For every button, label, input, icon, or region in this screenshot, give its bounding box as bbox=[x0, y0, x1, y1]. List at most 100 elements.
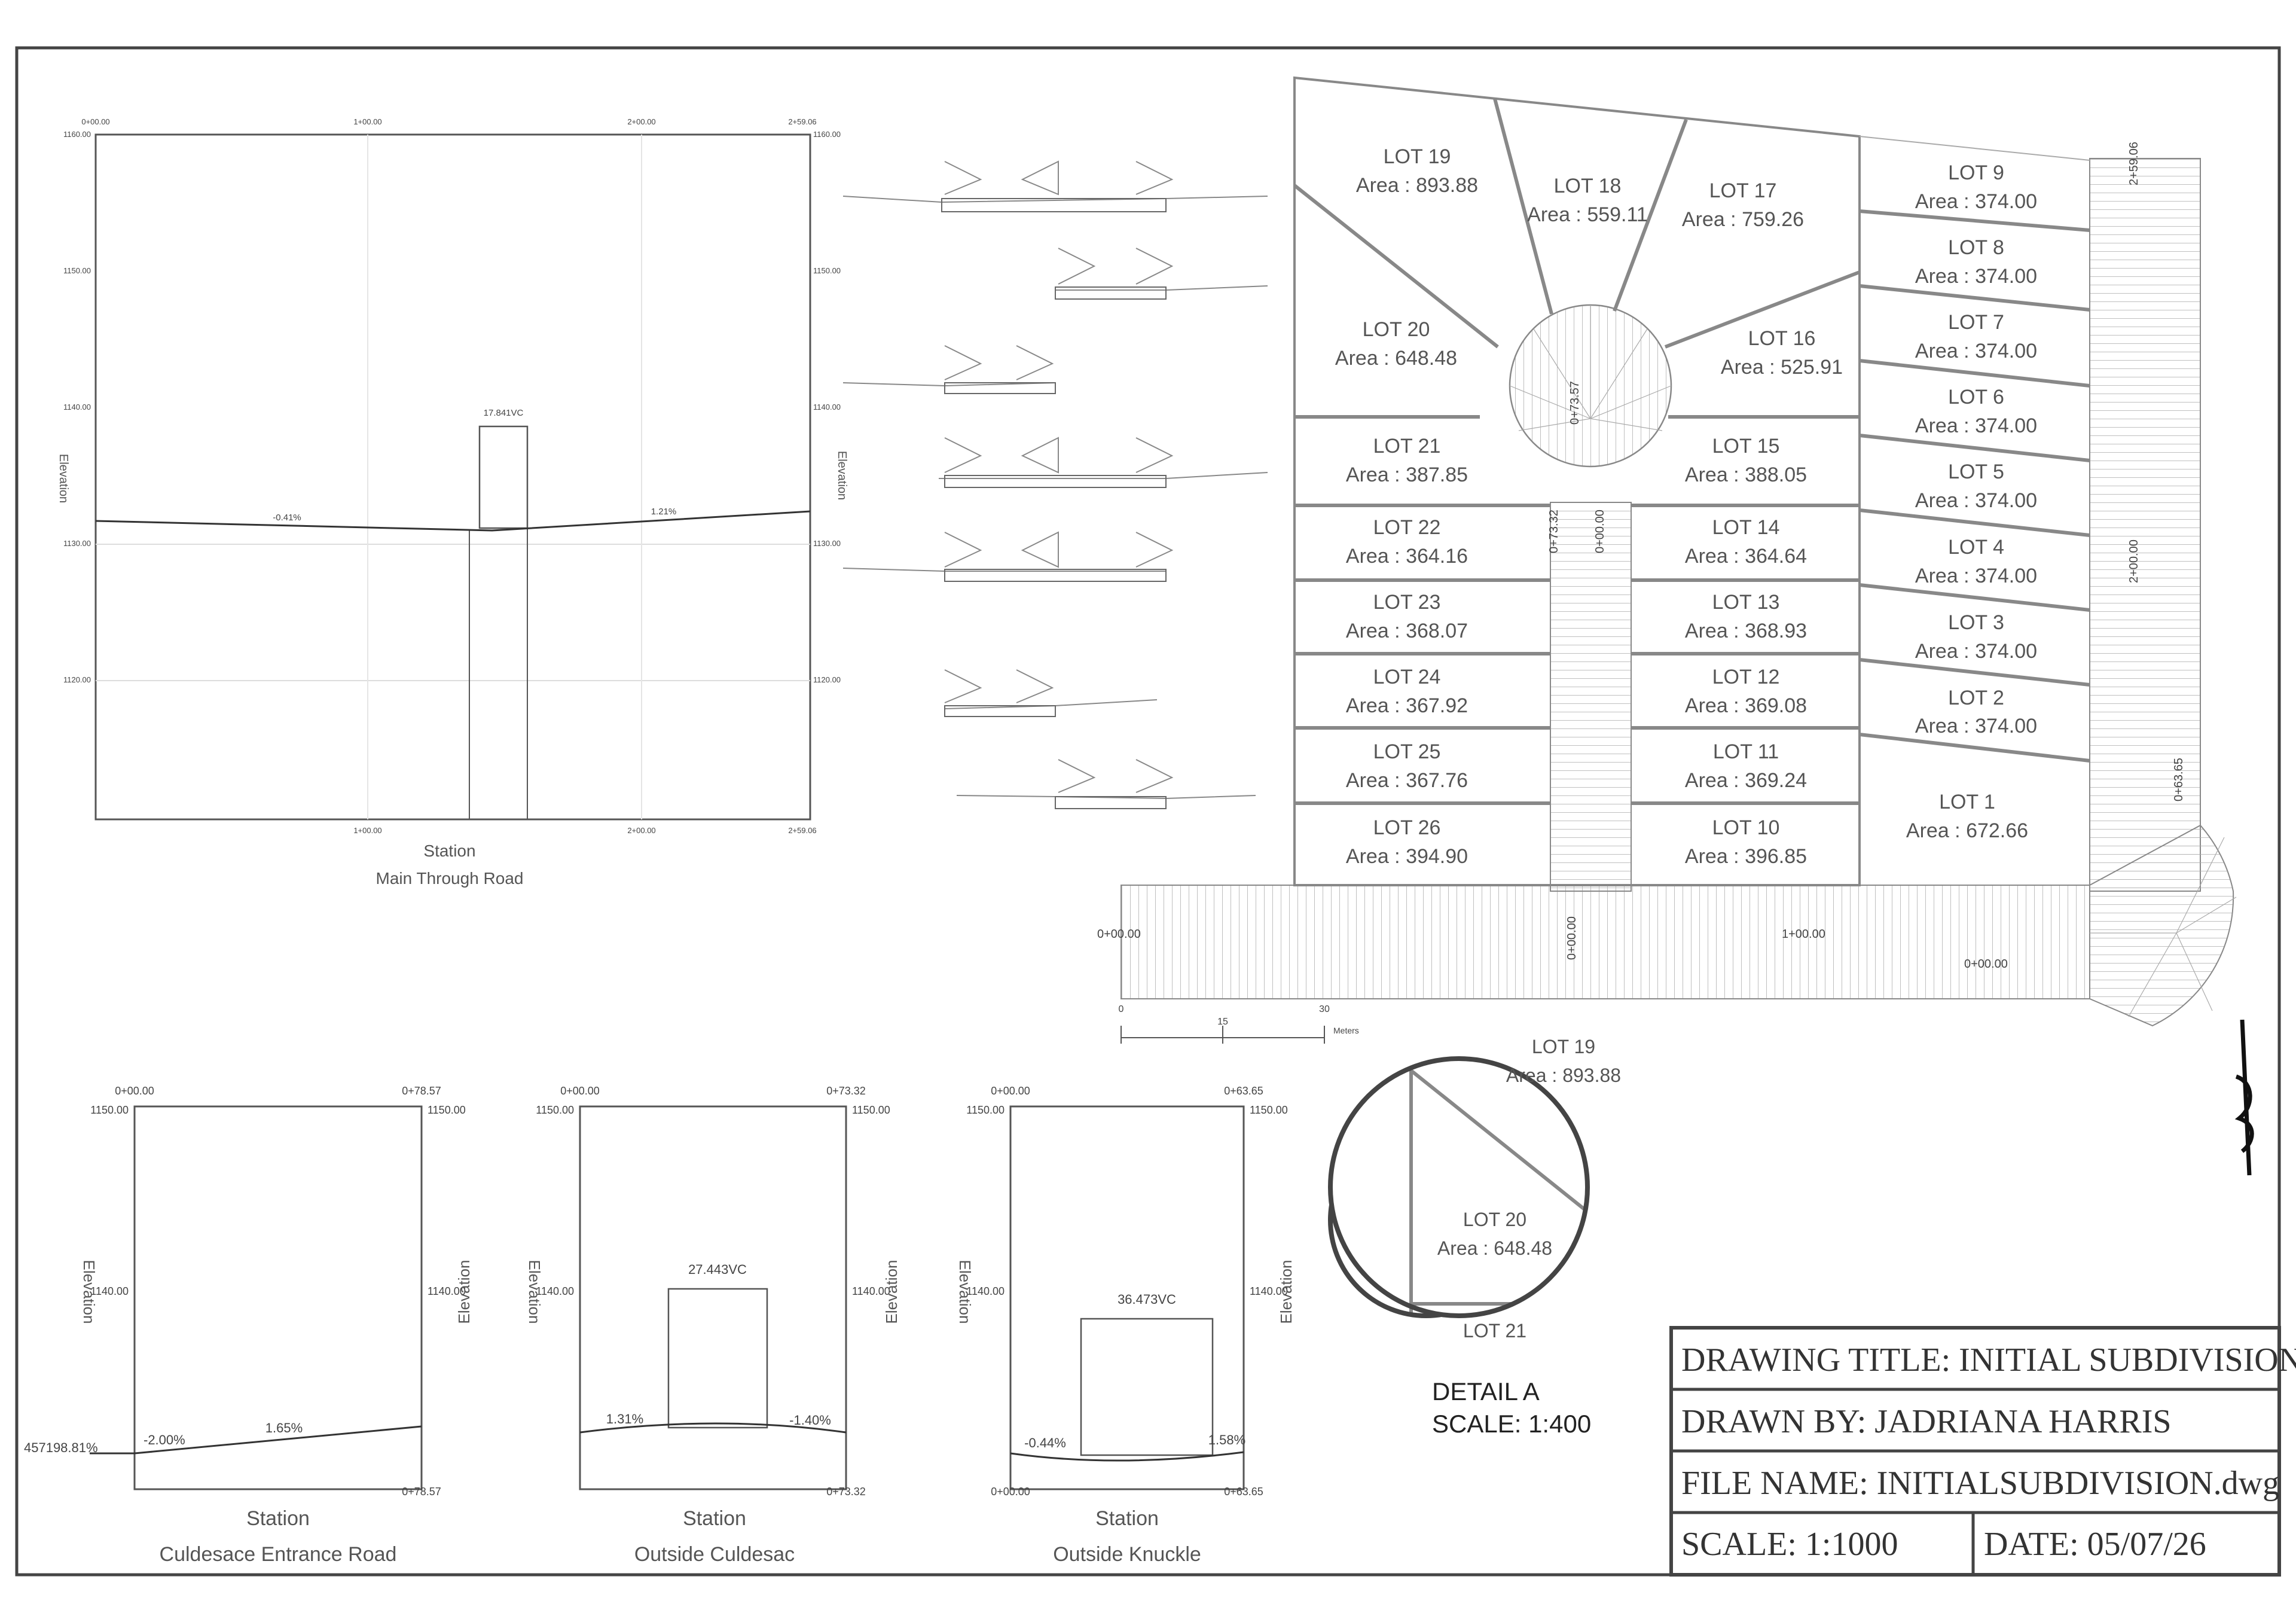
y-tick-label: 1140.00 bbox=[428, 1285, 466, 1297]
detail-caption: DETAIL A SCALE: 1:400 bbox=[1432, 1376, 1591, 1440]
detail-lot-area: Area : 893.88 bbox=[1506, 1065, 1622, 1086]
lot-area: Area : 394.90 bbox=[1346, 845, 1468, 868]
y-tick-label: 1140.00 bbox=[1250, 1285, 1288, 1297]
culdesac-entrance-road bbox=[1550, 502, 1632, 892]
y-axis-label: Elevation bbox=[956, 1260, 974, 1324]
x-tick-label: 0+00.00 bbox=[81, 117, 109, 126]
x-tick-label: 2+59.06 bbox=[788, 117, 816, 126]
y-tick-label: 1150.00 bbox=[536, 1104, 574, 1116]
lot-area: Area : 374.00 bbox=[1915, 340, 2037, 362]
lot-label: LOT 25 bbox=[1373, 740, 1441, 763]
lot-area: Area : 374.00 bbox=[1915, 715, 2037, 737]
x-axis-label: Station bbox=[683, 1507, 746, 1530]
lot-area: Area : 374.00 bbox=[1915, 265, 2037, 288]
lot-area: Area : 368.93 bbox=[1685, 620, 1807, 642]
scale-tick-label: 0 bbox=[1119, 1004, 1124, 1014]
grade-label-right: -1.40% bbox=[789, 1413, 831, 1428]
lot-label: LOT 24 bbox=[1373, 666, 1441, 688]
lot-label: LOT 3 bbox=[1948, 611, 2004, 634]
station-label: 0+00.00 bbox=[1565, 916, 1578, 960]
lot-area: Area : 374.00 bbox=[1915, 414, 2037, 437]
y-tick-label: 1130.00 bbox=[813, 539, 841, 548]
station-end: 0+63.65 bbox=[1224, 1486, 1263, 1498]
lot-area: Area : 374.00 bbox=[1915, 190, 2037, 213]
lot-area: Area : 672.66 bbox=[1906, 819, 2028, 842]
grade-label-right: 1.21% bbox=[651, 507, 677, 517]
grade-line bbox=[579, 1422, 847, 1434]
y-axis-label: Elevation bbox=[80, 1260, 98, 1324]
y-axis-label: Elevation bbox=[455, 1260, 473, 1324]
lot-label: LOT 9 bbox=[1948, 161, 2004, 184]
y-tick-label: 1120.00 bbox=[813, 675, 841, 684]
lot-area: Area : 387.85 bbox=[1346, 464, 1468, 486]
x-axis-label: Station bbox=[246, 1507, 310, 1530]
lot-area: Area : 374.00 bbox=[1915, 489, 2037, 512]
vc-label: 17.841VC bbox=[484, 408, 524, 418]
lot-area: Area : 374.00 bbox=[1915, 640, 2037, 663]
grade-label-right: 1.58% bbox=[1208, 1432, 1245, 1447]
station-end: 0+63.65 bbox=[1224, 1085, 1263, 1097]
profile-title: Culdesace Entrance Road bbox=[160, 1543, 397, 1566]
detail-lot-label: LOT 19 bbox=[1531, 1036, 1596, 1057]
title-block: DRAWING TITLE: INITIAL SUBDIVISION DRAWN… bbox=[1669, 1326, 2296, 1577]
lot-area: Area : 396.85 bbox=[1685, 845, 1807, 868]
lot-label: LOT 1 bbox=[1939, 791, 1995, 813]
lot-label: LOT 4 bbox=[1948, 536, 2004, 559]
y-axis-label: Elevation bbox=[883, 1260, 900, 1324]
vertical-curve-box bbox=[667, 1288, 768, 1429]
lot-label: LOT 2 bbox=[1948, 687, 2004, 709]
lot-label: LOT 16 bbox=[1748, 327, 1816, 350]
y-tick-label: 1140.00 bbox=[966, 1285, 1004, 1297]
x-tick-label: 1+00.00 bbox=[353, 117, 381, 126]
lot-label: LOT 17 bbox=[1709, 179, 1777, 202]
station-end: 0+73.32 bbox=[826, 1085, 866, 1097]
y-tick-label: 1140.00 bbox=[63, 403, 91, 411]
grade-line bbox=[90, 1425, 422, 1455]
detail-lot-21: LOT 21 bbox=[1405, 1319, 1584, 1343]
grade-label-left: -0.41% bbox=[273, 513, 301, 523]
station-label: 1+00.00 bbox=[1782, 928, 1825, 941]
lot-label: LOT 18 bbox=[1554, 175, 1622, 197]
lot-area: Area : 364.64 bbox=[1685, 545, 1807, 568]
y-tick-label: 1130.00 bbox=[63, 539, 91, 548]
scale-tick-label: 30 bbox=[1319, 1004, 1330, 1014]
station-label: 0+73.32 bbox=[1547, 510, 1561, 553]
detail-title: DETAIL A bbox=[1432, 1377, 1540, 1405]
profile-title: Outside Culdesac bbox=[634, 1543, 795, 1566]
y-tick-label: 1160.00 bbox=[63, 130, 91, 139]
drawing-scale: SCALE: 1:1000 bbox=[1681, 1526, 1898, 1563]
y-tick-label: 1150.00 bbox=[966, 1104, 1004, 1116]
x-tick-label: 1+00.00 bbox=[353, 826, 381, 835]
knuckle-radial-lines bbox=[2090, 837, 2237, 1017]
culdesac-profile: 0+00.00 0+73.32 0+73.32 1150.00 1150.00 … bbox=[526, 1085, 900, 1566]
profile-frame bbox=[94, 133, 811, 821]
cross-sections bbox=[842, 160, 1268, 809]
lot-label: LOT 11 bbox=[1713, 740, 1779, 763]
detail-lot-label: LOT 20 bbox=[1463, 1209, 1527, 1230]
x-tick-label: 2+59.06 bbox=[788, 826, 816, 835]
y-tick-label: 1150.00 bbox=[852, 1104, 890, 1116]
drawn-by: DRAWN BY: JADRIANA HARRIS bbox=[1681, 1403, 2172, 1440]
y-tick-label: 1140.00 bbox=[536, 1285, 574, 1297]
grade-label-left: -2.00% bbox=[144, 1432, 185, 1447]
knuckle-profile: 0+00.00 0+63.65 0+00.00 0+63.65 1150.00 … bbox=[956, 1085, 1295, 1566]
entrance-profile: 0+00.00 0+78.57 0+78.57 1150.00 1150.00 … bbox=[24, 1085, 473, 1566]
north-arrow bbox=[2234, 1019, 2254, 1176]
lot-label: LOT 8 bbox=[1948, 236, 2004, 259]
detail-lot-label: LOT 21 bbox=[1463, 1320, 1527, 1341]
lot-label: LOT 26 bbox=[1373, 816, 1441, 839]
x-axis-label: Station bbox=[1095, 1507, 1159, 1530]
y-axis-label: Elevation bbox=[526, 1260, 544, 1324]
profile-frame bbox=[133, 1105, 423, 1490]
y-tick-label: 1150.00 bbox=[428, 1104, 466, 1116]
lot-label: LOT 19 bbox=[1384, 145, 1451, 168]
station-label: 2+59.06 bbox=[2127, 142, 2141, 185]
lot-area: Area : 559.11 bbox=[1527, 203, 1648, 226]
station-end: 0+78.57 bbox=[402, 1486, 441, 1498]
lot-area: Area : 525.91 bbox=[1721, 356, 1843, 379]
boundary-extension bbox=[1859, 136, 2090, 161]
detail-lot-area: Area : 387 bbox=[1479, 1351, 1568, 1373]
subdivision-boundary bbox=[1293, 76, 1861, 886]
lot-label: LOT 13 bbox=[1712, 591, 1780, 614]
station-start: 0+00.00 bbox=[115, 1085, 154, 1097]
